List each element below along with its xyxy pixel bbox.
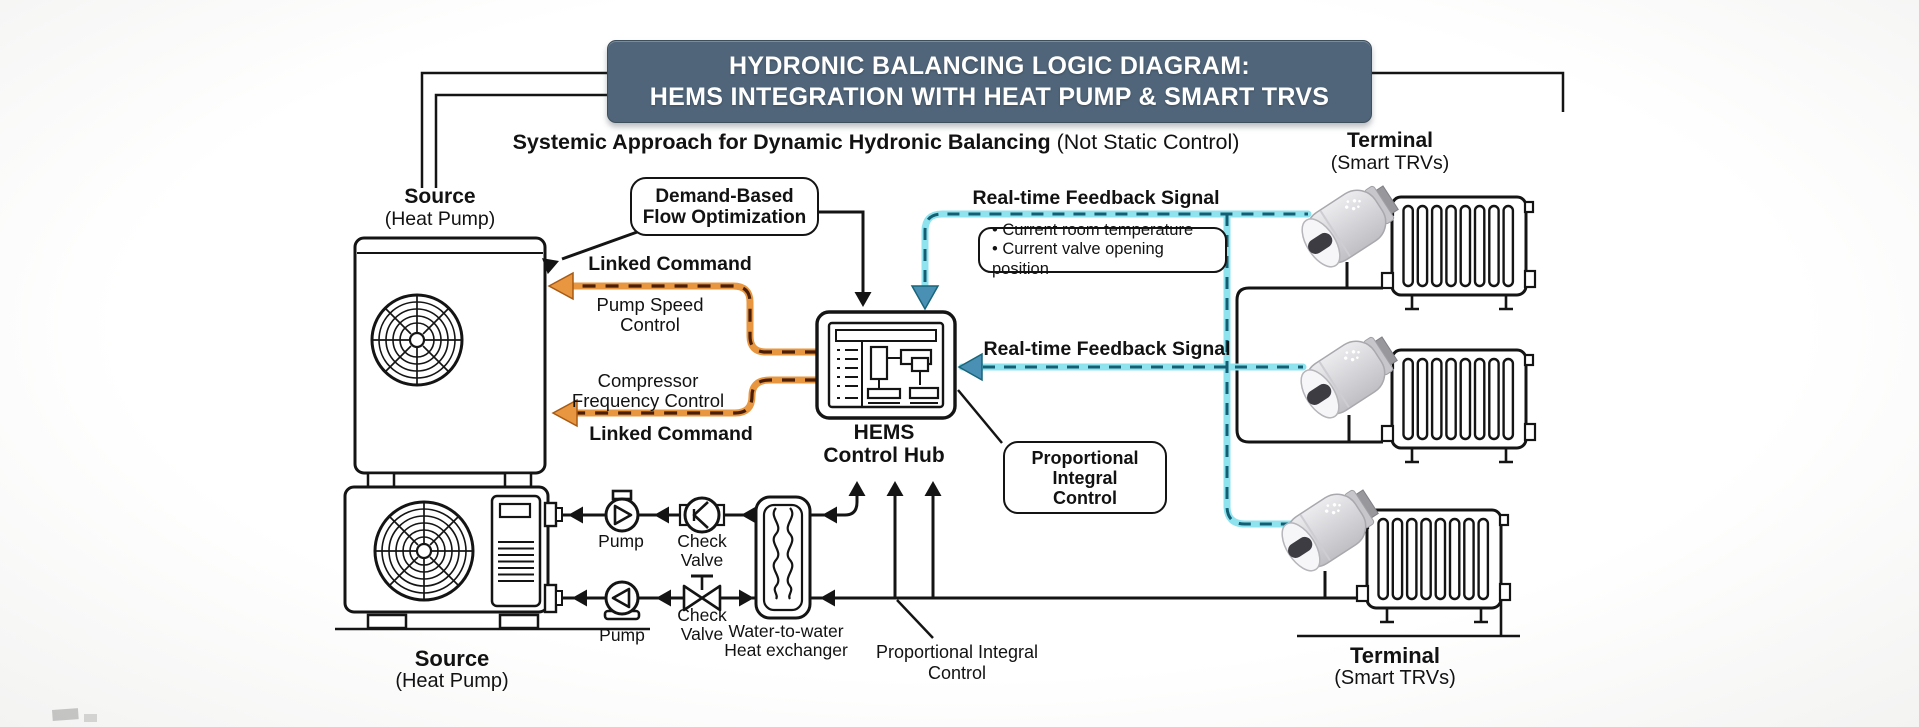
title-line-1: HYDRONIC BALANCING LOGIC DIAGRAM: (729, 51, 1250, 80)
pump2-label: Pump (599, 625, 645, 645)
terminal-top-label: Terminal (Smart TRVs) (1330, 129, 1450, 174)
feedback-bullet-2: Current valve opening position (992, 240, 1225, 279)
title-line-2: HEMS INTEGRATION WITH HEAT PUMP & SMART … (649, 82, 1330, 111)
radiator-icon (1380, 348, 1537, 464)
vent-panel (490, 494, 542, 608)
source-top-label: Source (Heat Pump) (384, 185, 496, 230)
feedback-bullet-1: Current room temperature (992, 221, 1225, 241)
pump-icon (604, 489, 640, 533)
heat-pump-top-unit (353, 236, 547, 475)
corner-smudge (52, 708, 97, 722)
realtime-feedback-upper-label: Real-time Feedback Signal (972, 187, 1220, 209)
subtitle-bold: Systemic Approach for Dynamic Hydronic B… (512, 130, 1051, 154)
pump-icon (603, 580, 641, 621)
subtitle-normal: (Not Static Control) (1050, 130, 1240, 154)
feedback-path-network (921, 210, 1312, 528)
demand-based-flow-box: Demand-Based Flow Optimization (630, 177, 819, 236)
hems-hub-label: HEMS Control Hub (823, 421, 945, 467)
radiator-icon (1355, 508, 1512, 624)
linked-command-path-lower (568, 376, 822, 417)
realtime-feedback-lower-label: Real-time Feedback Signal (983, 338, 1231, 360)
banner-connector-lines (420, 71, 1565, 188)
feedback-details-box: Current room temperature Current valve o… (978, 221, 1227, 278)
fan-icon (373, 500, 475, 602)
smart-trv-icon (1292, 324, 1406, 426)
radiator-icon (1380, 195, 1537, 311)
smart-trv-icon (1293, 173, 1407, 275)
linked-command-lower-label: Linked Command (589, 423, 753, 445)
terminal-bottom-label: Terminal (Smart TRVs) (1334, 643, 1456, 689)
check-valve-icon (678, 496, 726, 534)
pump1-label: Pump (598, 531, 644, 551)
hems-hub-icon (815, 310, 957, 420)
heat-exchanger-label: Water-to-water Heat exchanger (724, 621, 848, 660)
linked-command-upper-label: Linked Command (588, 253, 752, 275)
linked-command-path-upper (562, 282, 822, 356)
fan-icon (370, 293, 464, 387)
gate-valve-icon (682, 574, 722, 612)
proportional-integral-bottom-label: Proportional Integral Control (875, 642, 1039, 683)
source-bottom-label: Source (Heat Pump) (395, 646, 509, 692)
proportional-integral-box: Proportional Integral Control (1003, 441, 1167, 514)
compressor-frequency-label: Compressor Frequency Control (571, 370, 725, 411)
check-valve1-label: Check Valve (677, 531, 727, 570)
subtitle: Systemic Approach for Dynamic Hydronic B… (513, 130, 1240, 155)
heat-pump-bottom-unit (343, 471, 563, 630)
heat-exchanger-icon (754, 495, 812, 620)
title-banner: HYDRONIC BALANCING LOGIC DIAGRAM: HEMS I… (607, 40, 1372, 123)
pump-speed-control-label: Pump Speed Control (596, 294, 704, 335)
check-valve2-label: Check Valve (677, 605, 727, 644)
